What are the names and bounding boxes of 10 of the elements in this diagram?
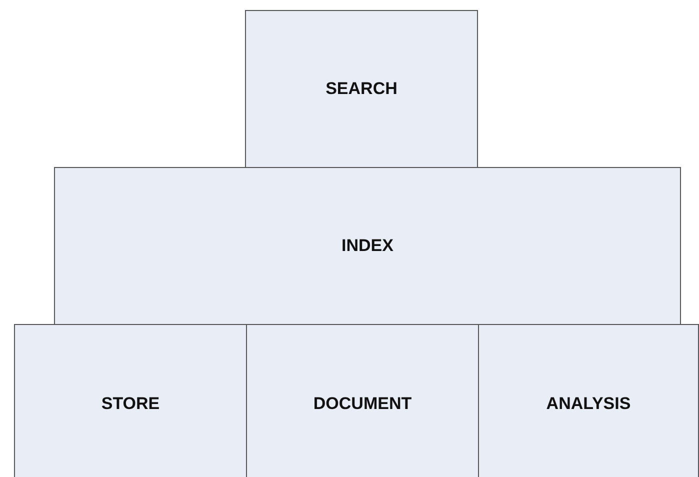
block-box [54, 167, 681, 325]
block-label: SEARCH [326, 79, 398, 99]
block-label: DOCUMENT [313, 394, 412, 414]
block-box [14, 324, 247, 477]
block-label: INDEX [342, 236, 394, 256]
block-box [246, 324, 479, 477]
block-label: STORE [101, 394, 160, 414]
block-label: ANALYSIS [546, 394, 631, 414]
block-box [245, 10, 478, 168]
block-box [478, 324, 699, 477]
